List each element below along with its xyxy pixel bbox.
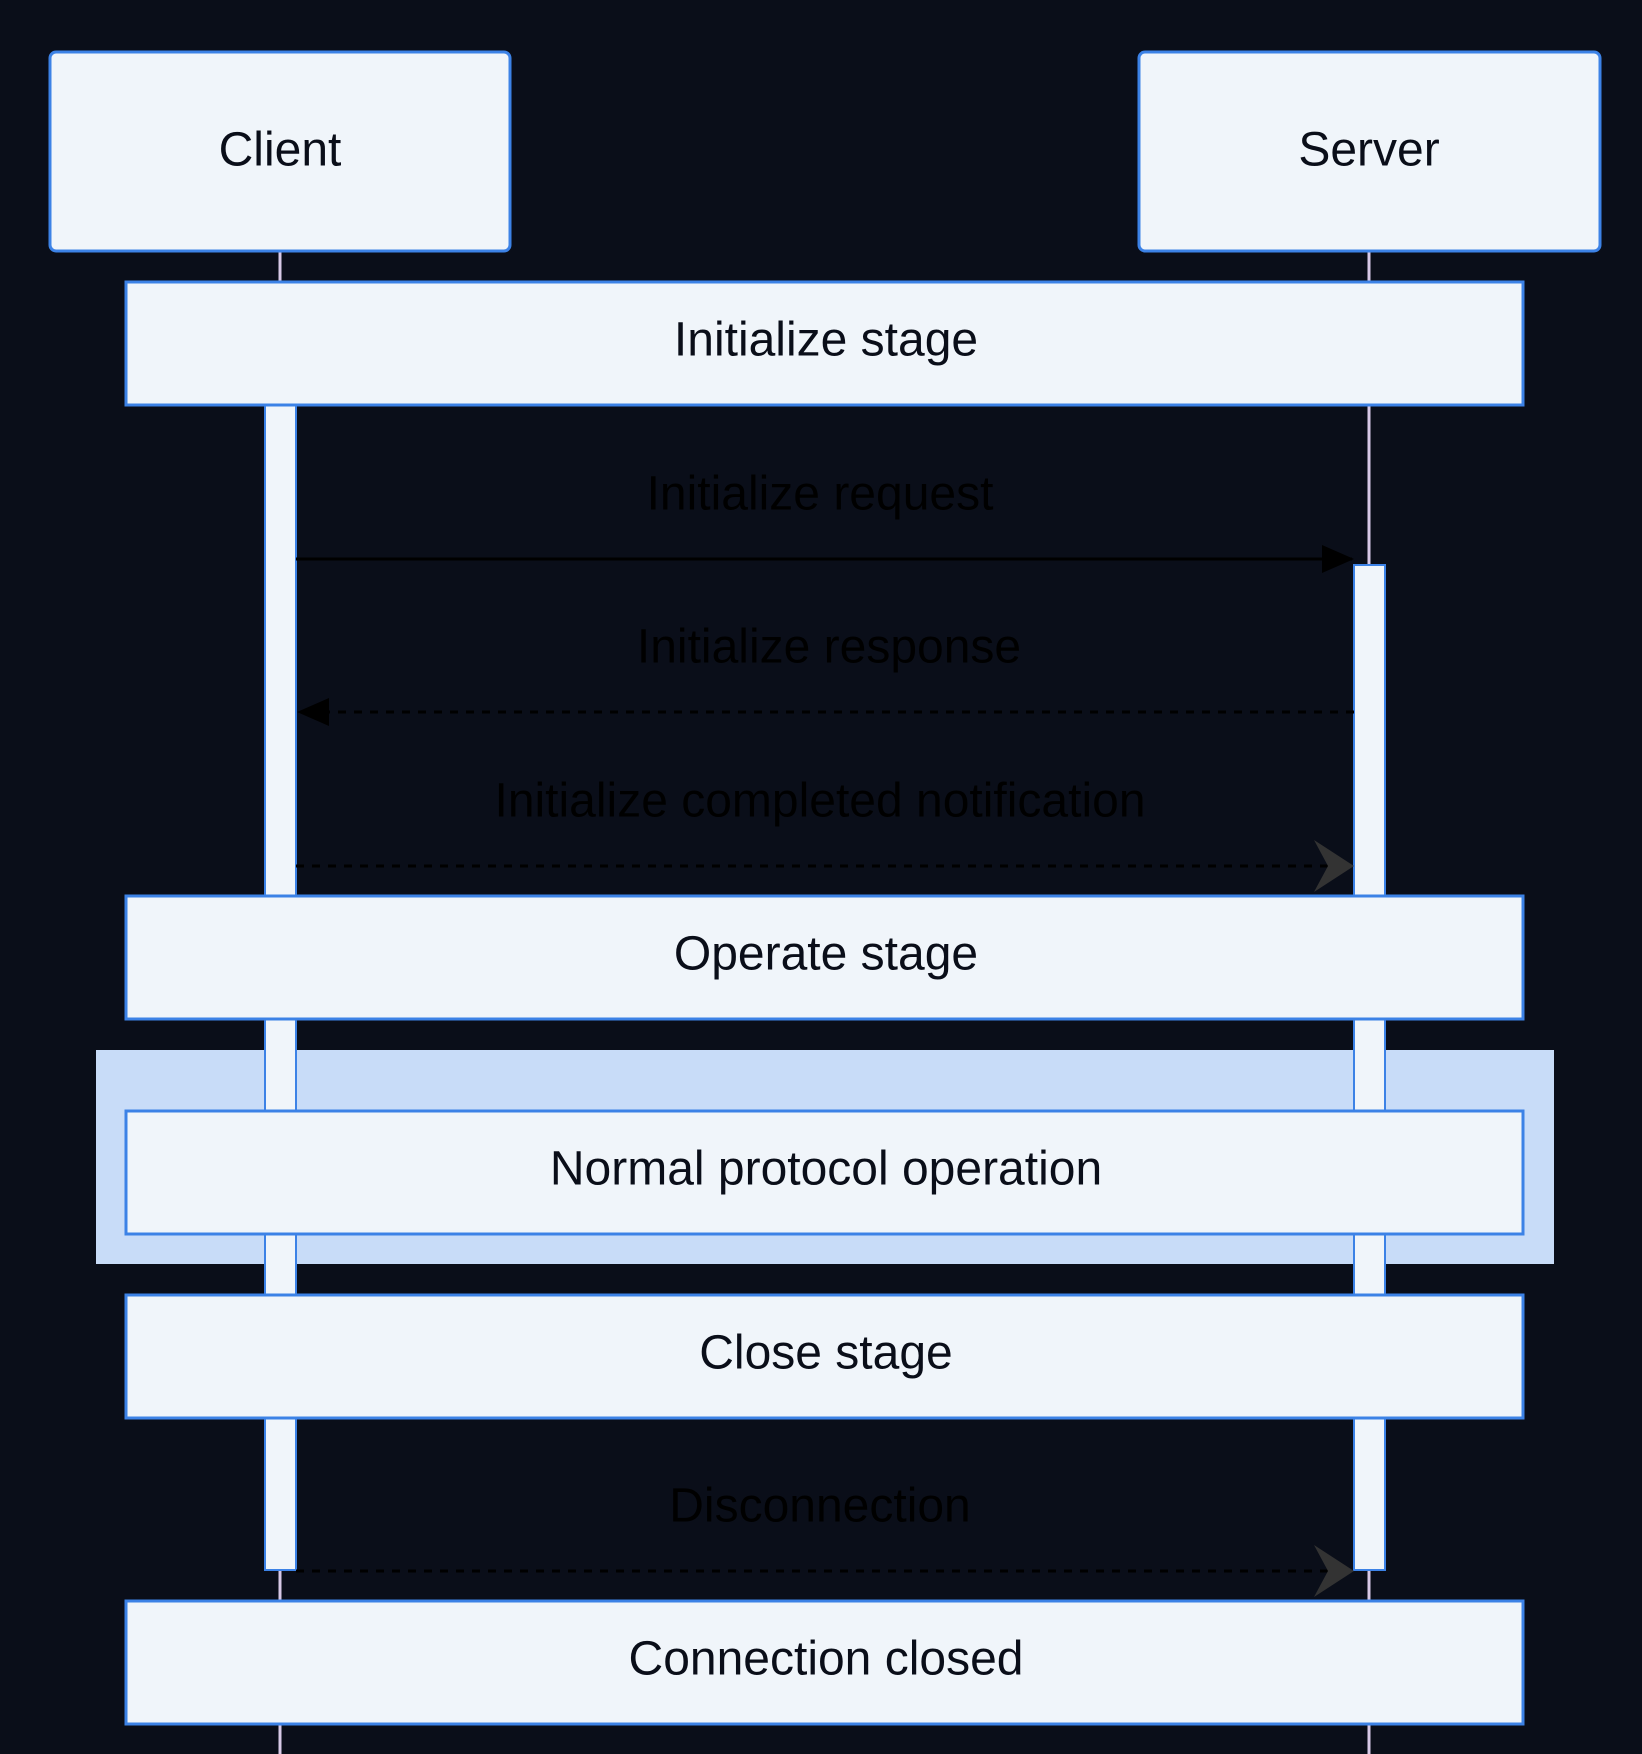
note-normal-operation-box (124, 1109, 1525, 1236)
message-initialize-completed-label: Initialize completed notification (494, 775, 1145, 828)
actor-client-label: Client (219, 124, 342, 177)
message-initialize-completed: Initialize completed notification (296, 775, 1354, 892)
note-close-stage-box (124, 1293, 1525, 1420)
actor-server-label: Server (1298, 124, 1439, 177)
note-normal-operation-label: Normal protocol operation (550, 1143, 1102, 1196)
note-close-stage-label: Close stage (699, 1327, 952, 1380)
actor-server: Server (1137, 50, 1602, 253)
note-operate-stage: Operate stage (124, 894, 1525, 1021)
note-operate-stage-box (124, 894, 1525, 1021)
note-normal-operation: Normal protocol operation (124, 1109, 1525, 1236)
arrowhead-initialize-response (297, 698, 329, 726)
arrowhead-initialize-completed (1314, 840, 1354, 892)
message-initialize-response: Initialize response (297, 621, 1354, 726)
actor-client-box (48, 50, 512, 253)
note-initialize-stage: Initialize stage (124, 280, 1525, 407)
note-connection-closed-label: Connection closed (629, 1633, 1024, 1686)
note-operate-stage-label: Operate stage (674, 928, 978, 981)
note-connection-closed-box (124, 1599, 1525, 1726)
note-initialize-stage-box (124, 280, 1525, 407)
note-close-stage: Close stage (124, 1293, 1525, 1420)
arrowhead-disconnection (1314, 1545, 1354, 1597)
note-initialize-stage-label: Initialize stage (674, 314, 978, 367)
message-disconnection: Disconnection (296, 1480, 1354, 1597)
message-disconnection-label: Disconnection (669, 1480, 971, 1533)
message-initialize-response-label: Initialize response (637, 621, 1021, 674)
message-initialize-request-label: Initialize request (647, 468, 994, 521)
message-initialize-request: Initialize request (296, 468, 1354, 573)
note-connection-closed: Connection closed (124, 1599, 1525, 1726)
arrowhead-initialize-request (1322, 545, 1354, 573)
actor-server-box (1137, 50, 1602, 253)
actor-client: Client (48, 50, 512, 253)
